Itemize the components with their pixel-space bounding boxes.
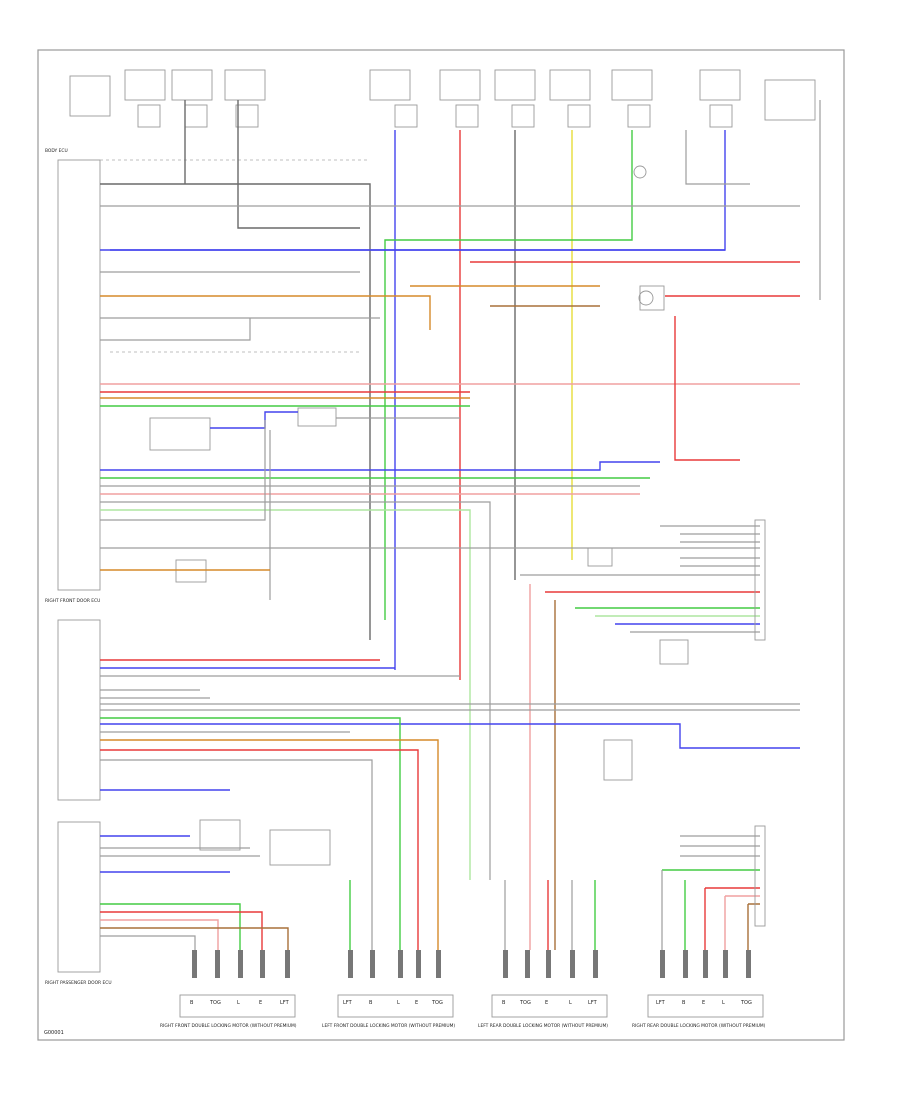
motor-connectors <box>179 950 764 1018</box>
motor-box-4 <box>647 994 764 1018</box>
module-captions: BODY ECU RIGHT FRONT DOOR ECU RIGHT PASS… <box>45 148 112 986</box>
rear-lower-connector <box>504 519 766 950</box>
motor-box-1 <box>179 994 296 1018</box>
module-label: RIGHT PASSENGER DOOR ECU <box>45 980 112 986</box>
motor-box-2 <box>337 994 454 1018</box>
pin-label: LFT <box>588 1000 598 1006</box>
passenger-door-harness <box>100 835 351 950</box>
pin-label: E <box>702 1000 705 1006</box>
front-door-harness <box>100 659 460 950</box>
right-connector-fanout <box>100 525 800 950</box>
motor-label: RIGHT FRONT DOUBLE LOCKING MOTOR (WITHOU… <box>160 1023 297 1029</box>
vertical-wires <box>110 100 821 680</box>
pin-label: L <box>397 1000 400 1006</box>
pin-label: L <box>722 1000 725 1006</box>
pin-label: TOG <box>740 1000 752 1006</box>
diagram-frame <box>37 49 845 1041</box>
pin-label: E <box>545 1000 548 1006</box>
pin-label: L <box>237 1000 240 1006</box>
pin-label: LFT <box>343 1000 353 1006</box>
pin-label: E <box>259 1000 262 1006</box>
pin-label: TOG <box>519 1000 531 1006</box>
pin-label: B <box>502 1000 506 1006</box>
motor-label: LEFT REAR DOUBLE LOCKING MOTOR (WITHOUT … <box>478 1023 608 1029</box>
motor-box-3 <box>491 994 608 1018</box>
fuse-header-row <box>69 69 816 128</box>
module-label: BODY ECU <box>45 148 68 154</box>
motor-labels: RIGHT FRONT DOUBLE LOCKING MOTOR (WITHOU… <box>160 1023 766 1029</box>
left-modules <box>57 159 370 973</box>
pin-label: TOG <box>209 1000 221 1006</box>
passenger-door-ecu-outline <box>57 821 101 973</box>
pin-label: LFT <box>280 1000 290 1006</box>
motor-pin-labels: B TOG L E LFT LFT B L E TOG B TOG E L LF… <box>190 1000 752 1006</box>
diagram-id: G00001 <box>44 1030 64 1036</box>
module-label: RIGHT FRONT DOOR ECU <box>45 598 100 604</box>
pin-label: LFT <box>656 1000 666 1006</box>
front-door-ecu-outline <box>57 619 101 801</box>
pin-label: L <box>569 1000 572 1006</box>
pin-label: B <box>190 1000 194 1006</box>
motor-label: LEFT FRONT DOUBLE LOCKING MOTOR (WITHOUT… <box>322 1023 455 1029</box>
pin-label: B <box>682 1000 686 1006</box>
body-ecu-outline <box>57 159 101 591</box>
pin-label: TOG <box>431 1000 443 1006</box>
pin-label: E <box>415 1000 418 1006</box>
body-ecu-harness <box>100 183 800 880</box>
pin-label: B <box>369 1000 373 1006</box>
motor-label: RIGHT REAR DOUBLE LOCKING MOTOR (WITHOUT… <box>632 1023 766 1029</box>
